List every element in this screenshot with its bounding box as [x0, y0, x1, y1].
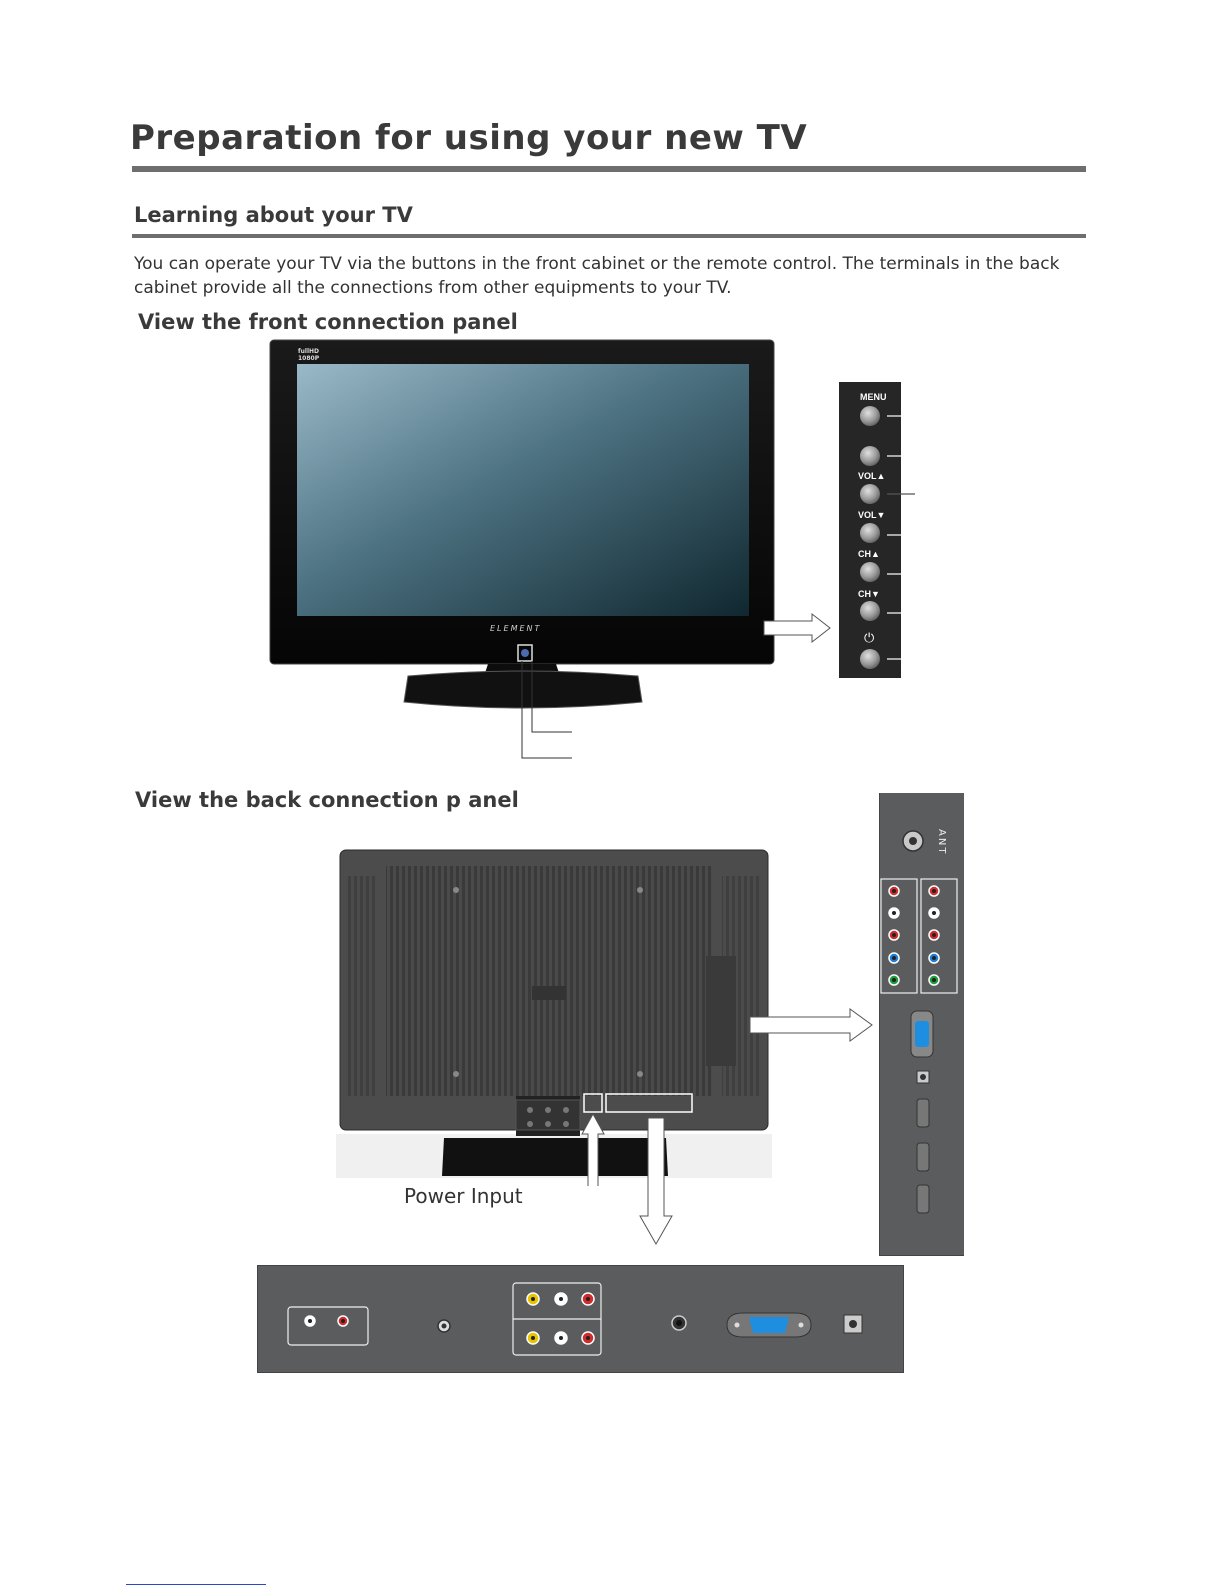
vol-down-button: [860, 523, 880, 543]
ant-label: ANT: [936, 829, 947, 856]
title-rule: [132, 166, 1086, 172]
power-input-label: Power Input: [404, 1184, 523, 1208]
ch-up-label: CH▲: [858, 549, 880, 559]
vol-down-label: VOL▼: [858, 510, 886, 520]
power-icon: ⏻: [864, 630, 875, 645]
tv-front-illustration: [269, 339, 775, 759]
power-button: [860, 649, 880, 669]
menu-button: [860, 406, 880, 426]
section-heading: Learning about your TV: [134, 203, 413, 227]
vol-up-label: VOL▲: [858, 471, 886, 481]
ch-up-button: [860, 562, 880, 582]
side-connection-jacks: [880, 830, 958, 1214]
bottom-connection-jacks: [287, 1282, 863, 1356]
side-panel-buttons: [860, 406, 915, 669]
back-panel-heading: View the back connection p anel: [135, 788, 519, 812]
ch-down-button: [860, 601, 880, 621]
menu-label: MENU: [860, 392, 887, 402]
down-arrow-icon: [639, 1117, 673, 1246]
front-panel-heading: View the front connection panel: [138, 310, 518, 334]
tv-back-illustration: [336, 849, 772, 1186]
input-button: [860, 446, 880, 466]
badge-line1: fullHD: [298, 348, 319, 355]
fullhd-badge: fullHD 1080P: [298, 348, 319, 362]
right-arrow-icon-2: [749, 1008, 873, 1042]
ch-down-label: CH▼: [858, 589, 880, 599]
brand-logo: ELEMENT: [490, 624, 542, 633]
right-arrow-icon: [763, 612, 831, 644]
vol-up-button: [860, 484, 880, 504]
page-title: Preparation for using your new TV: [130, 118, 808, 158]
section-rule: [132, 234, 1086, 238]
intro-paragraph: You can operate your TV via the buttons …: [134, 254, 1060, 298]
badge-line2: 1080P: [298, 355, 320, 362]
